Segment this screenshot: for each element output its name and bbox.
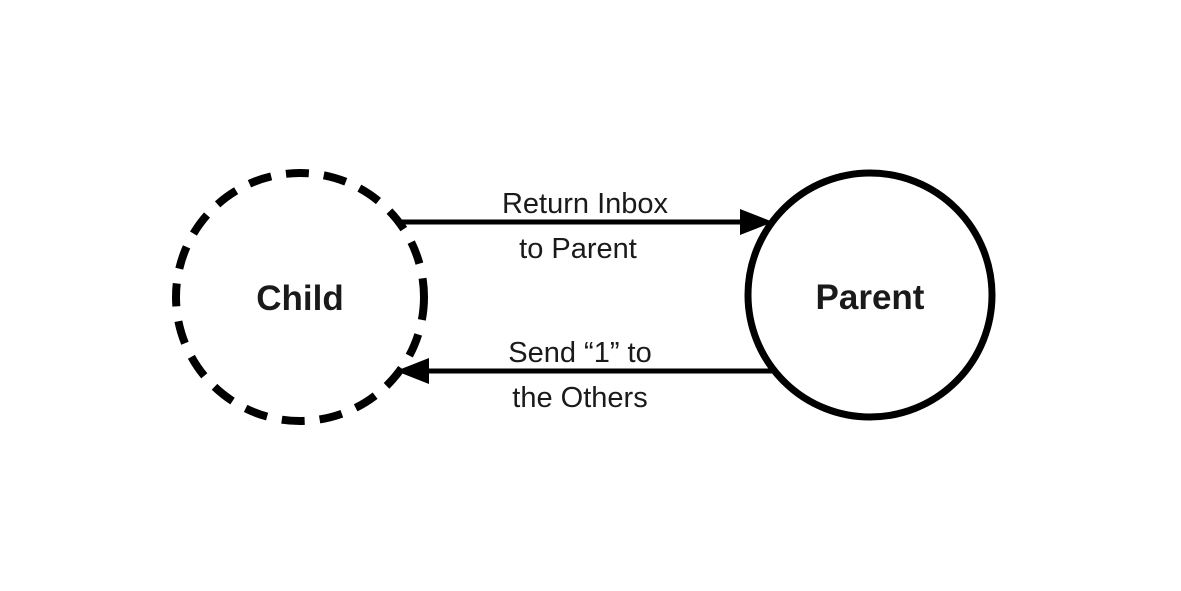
- edge-parent-to-child-label-line1: Send “1” to: [508, 337, 651, 369]
- node-parent-label: Parent: [816, 278, 925, 317]
- edge-parent-to-child-label-line2: the Others: [512, 382, 647, 414]
- edge-parent-to-child-arrowhead: [396, 358, 429, 384]
- edge-child-to-parent-label-line2: to Parent: [519, 233, 637, 265]
- node-child-label: Child: [256, 279, 343, 318]
- node-child-circle: [172, 169, 428, 425]
- edge-child-to-parent-arrowhead: [740, 209, 773, 235]
- node-parent-circle: [744, 169, 996, 421]
- edge-child-to-parent-label-line1: Return Inbox: [502, 188, 669, 220]
